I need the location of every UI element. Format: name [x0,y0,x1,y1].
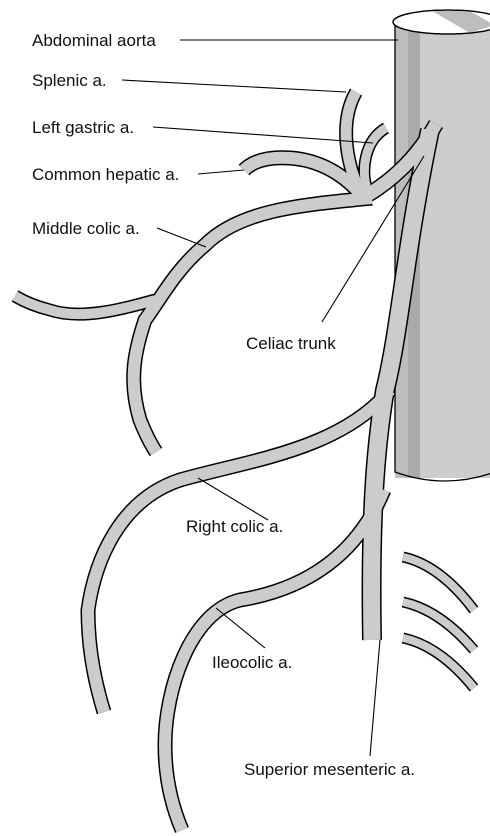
middle-colic-artery [134,198,372,452]
label-left-gastric: Left gastric a. [32,118,134,137]
label-right-colic: Right colic a. [186,517,283,536]
label-splenic: Splenic a. [32,71,107,90]
label-common-hepatic: Common hepatic a. [32,165,179,184]
middle-colic-artery-outline [134,198,372,452]
leader-ileocolic [216,608,265,648]
leader-splenic [122,80,346,92]
leader-middle-colic [157,228,206,247]
jejunal-branches [403,557,474,688]
label-superior-mesenteric: Superior mesenteric a. [244,760,415,779]
label-abdominal-aorta: Abdominal aorta [32,31,156,50]
label-middle-colic: Middle colic a. [32,219,140,238]
leader-superior-mesenteric [370,640,380,756]
leader-common-hepatic [198,170,244,174]
label-ileocolic: Ileocolic a. [212,653,292,672]
leader-right-colic [198,478,268,520]
label-celiac-trunk: Celiac trunk [246,334,336,353]
